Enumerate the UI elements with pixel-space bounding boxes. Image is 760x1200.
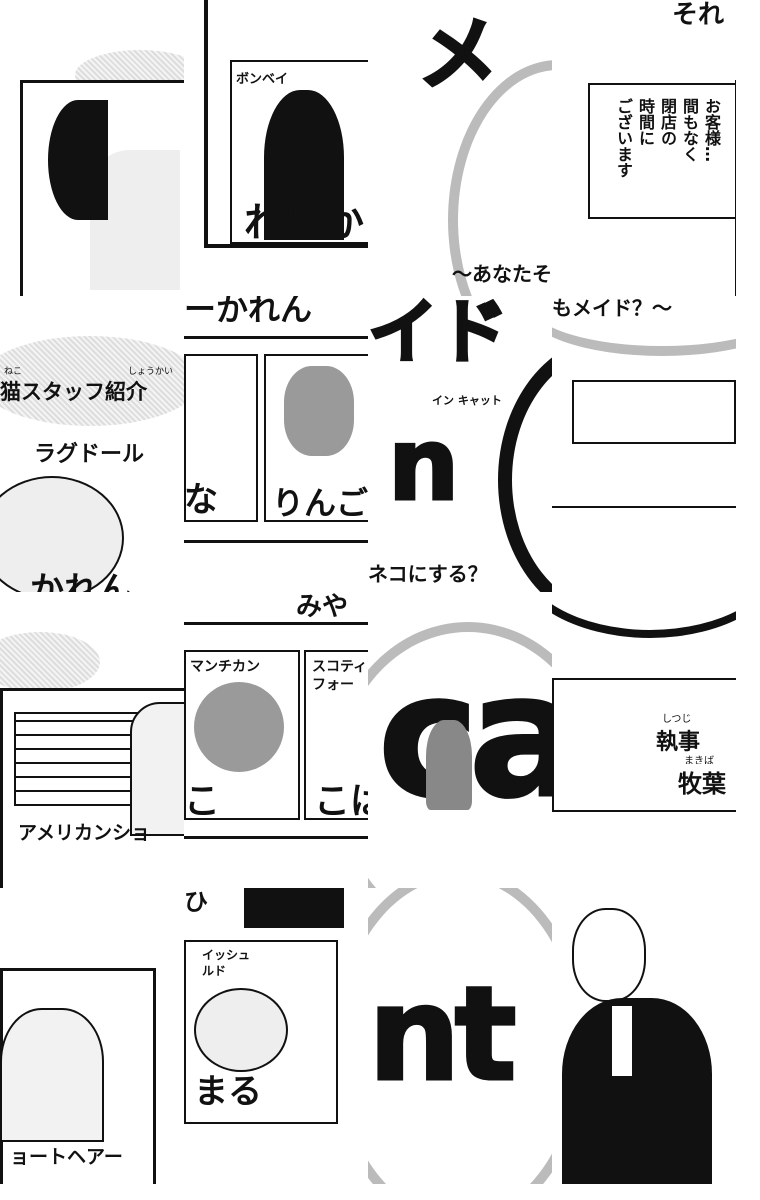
panel-right — [304, 650, 368, 820]
breed-1: イッシュ — [202, 948, 251, 962]
name-label: かれん — [30, 570, 132, 592]
name-top: ひ — [184, 888, 208, 916]
shirt — [612, 1006, 632, 1076]
window-frame — [230, 60, 368, 244]
cloud-decoration — [0, 336, 184, 426]
tile-r2c2: ca — [368, 592, 552, 888]
logo-ring — [552, 296, 736, 356]
breed-label: ボンベイ — [236, 68, 289, 87]
breed-label: アメリカンショ — [18, 822, 151, 844]
tile-r0c2: メ ～あなたそ — [368, 0, 552, 296]
cafe-window — [572, 380, 736, 444]
panel-left — [184, 650, 300, 820]
panel-frame — [184, 940, 338, 1124]
tile-r2c3: しつじ 執事 まきば 牧葉 — [552, 592, 736, 888]
ruby-name: まきば — [684, 756, 714, 767]
top-text: それ — [672, 0, 725, 30]
tile-r3c1: ひ イッシュ ルド まる — [184, 888, 368, 1184]
ruby-title: しつじ — [662, 714, 692, 725]
tile-r2c1: みや マンチカン スコティ フォー こ こは — [184, 592, 368, 888]
books-illustration — [14, 712, 138, 806]
logo-ring — [368, 622, 552, 888]
logo-fragment: メ — [417, 7, 500, 103]
tile-r0c0 — [0, 0, 184, 296]
ruby-shoukai: しょうかい — [128, 367, 174, 377]
bombay-cat-illustration — [264, 90, 344, 240]
scottish-fold-illustration — [284, 366, 354, 456]
curtain-shadow — [48, 100, 108, 220]
name-left: こ — [184, 781, 221, 822]
breed-label: ラグドール — [34, 442, 145, 467]
logo-fragment: nt — [368, 957, 518, 1112]
logo-fragment: イド — [368, 296, 510, 375]
divider — [184, 336, 368, 339]
speech-text: お客様… 間もなく 閉店の 時間に ございます — [614, 98, 721, 178]
tile-r3c0: ョートヘアー — [0, 888, 184, 1184]
ragdoll-cat-illustration — [0, 476, 124, 592]
butler-head-illustration — [572, 908, 646, 1002]
window-panel-left — [184, 354, 258, 522]
name-left: な — [184, 480, 218, 520]
tile-r3c2: nt — [368, 888, 552, 1184]
tile-r2c0: アメリカンショ — [0, 592, 184, 888]
british-fold-illustration — [194, 988, 288, 1072]
name-right: こは — [314, 781, 368, 822]
speech-box — [588, 83, 736, 219]
tagline: ～あなたそ — [452, 262, 552, 286]
staff-heading: 猫スタッフ紹介 — [0, 380, 147, 404]
butler-suit-illustration — [562, 998, 712, 1184]
tagline: ネコにする？ — [368, 562, 488, 586]
cat-silhouette-icon — [426, 720, 472, 810]
butler-title: 執事 — [656, 724, 701, 756]
breed-right-1: スコティ — [312, 656, 368, 676]
tile-r0c3: それ お客様… 間もなく 閉店の 時間に ございます — [552, 0, 736, 296]
munchkin-illustration — [194, 682, 284, 772]
divider — [184, 540, 368, 543]
cafe-interior-panel — [552, 678, 736, 812]
tile-r1c1: ーかれん な りんご — [184, 296, 368, 592]
cloud-decoration — [0, 632, 100, 692]
divider — [184, 836, 368, 839]
logo-ring — [552, 592, 736, 638]
tile-r0c1: ボンベイ れいか — [184, 0, 368, 296]
window-panel-right — [264, 354, 368, 522]
name-top: ーかれん — [184, 296, 313, 328]
name-top: みや — [296, 592, 349, 622]
name-label: れいか — [244, 200, 364, 246]
logo-letter: n — [386, 405, 460, 525]
tile-r1c2: イド イン キャット n ネコにする？ — [368, 296, 552, 592]
tile-r1c3: もメイド？～ — [552, 296, 736, 592]
shadow — [244, 888, 344, 928]
breed-2: ルド — [202, 964, 227, 978]
floor-line — [552, 506, 736, 508]
tile-r3c3 — [552, 888, 736, 1184]
breed-right-2: フォー — [312, 674, 354, 694]
divider — [735, 80, 736, 296]
name-right: りんご — [272, 484, 368, 522]
divider — [184, 622, 368, 625]
breed-left: マンチカン — [190, 656, 260, 676]
subtitle: イン キャット — [432, 394, 502, 407]
ruby-neko: ねこ — [4, 367, 23, 377]
shorthair-cat-illustration — [0, 1008, 104, 1142]
american-shorthair-illustration — [130, 702, 184, 836]
tile-r1c0: ねこ しょうかい 猫スタッフ紹介 ラグドール かれん — [0, 296, 184, 592]
butler-name: 牧葉 — [678, 764, 726, 799]
breed-label: ョートヘアー — [10, 1146, 123, 1168]
name-label: まる — [194, 1072, 262, 1112]
